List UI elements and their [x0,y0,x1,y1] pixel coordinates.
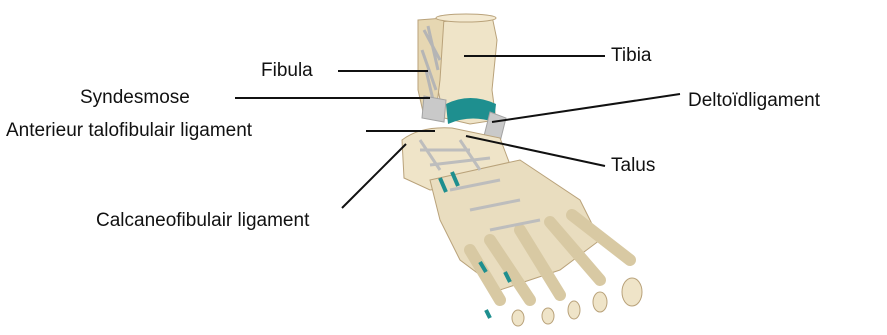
tibia-top-surface [436,14,496,22]
toe-2 [593,292,607,312]
cfl-leader [342,144,406,208]
foot-bones [402,128,642,326]
tibia-label: Tibia [611,45,651,67]
deltoid-leader [492,94,680,122]
atfl-label: Anterieur talofibulair ligament [6,120,252,142]
syndesmose-label: Syndesmose [80,87,190,109]
syndesmosis-ligament [422,96,446,122]
talus-label: Talus [611,155,655,177]
toe-3 [568,301,580,319]
fibula-label: Fibula [261,60,313,82]
big-toe [622,278,642,306]
cfl-label: Calcaneofibulair ligament [96,210,309,232]
toe-5 [512,310,524,326]
deltoid-ligament-label: Deltoïdligament [688,90,820,112]
toe-4 [542,308,554,324]
